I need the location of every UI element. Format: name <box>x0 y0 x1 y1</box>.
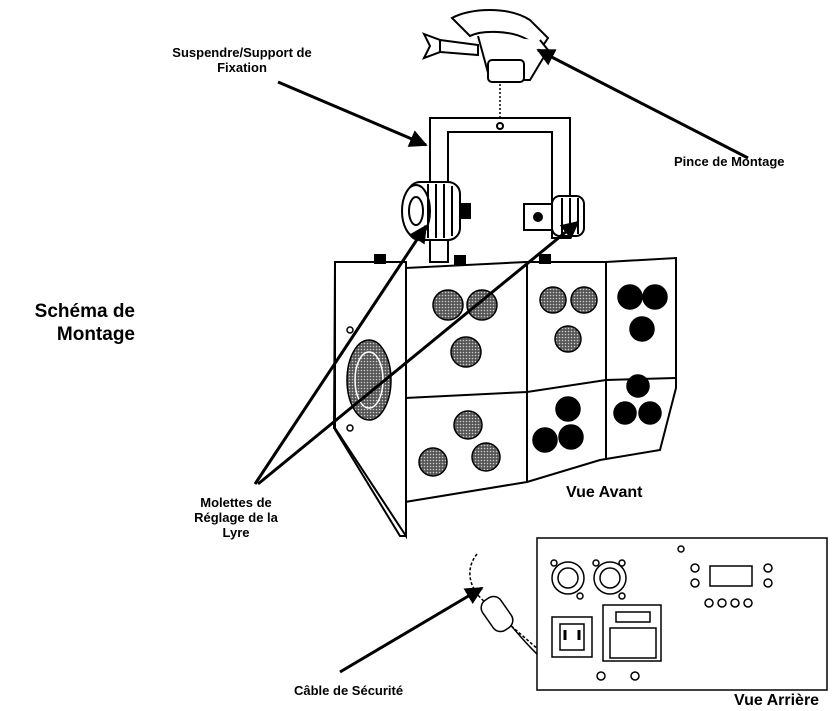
front-view-label: Vue Avant <box>566 484 643 501</box>
leader-lines <box>253 48 749 674</box>
safety-cable-label: Câble de Sécurité <box>294 683 404 698</box>
left-yoke-knob <box>401 181 471 241</box>
yoke-knobs-label-line3: Lyre <box>222 525 250 540</box>
lens-clusters <box>418 284 668 477</box>
rear-view-label: Vue Arrière <box>734 692 820 709</box>
hanging-bracket-label-line2: Fixation <box>217 60 267 75</box>
mounting-diagram-title: Schéma de Montage <box>5 300 135 346</box>
hanging-bracket-label: Suspendre/Support de Fixation <box>138 45 346 75</box>
side-fan <box>346 326 392 432</box>
hanging-bracket-label-line1: Suspendre/Support de <box>172 45 312 60</box>
mounting-diagram-title-line2: Montage <box>56 324 135 345</box>
hanging-bracket <box>429 117 571 263</box>
yoke-knobs-label: Molettes de Réglage de la Lyre <box>176 495 296 540</box>
mounting-diagram-title-line1: Schéma de <box>34 301 135 322</box>
yoke-knobs-label-line2: Réglage de la <box>194 510 278 525</box>
mounting-clamp <box>421 9 550 118</box>
mounting-clamp-label: Pince de Montage <box>674 154 785 169</box>
yoke-knobs-label-line1: Molettes de <box>200 495 272 510</box>
right-yoke-knob <box>523 195 585 237</box>
rear-panel <box>536 537 828 691</box>
